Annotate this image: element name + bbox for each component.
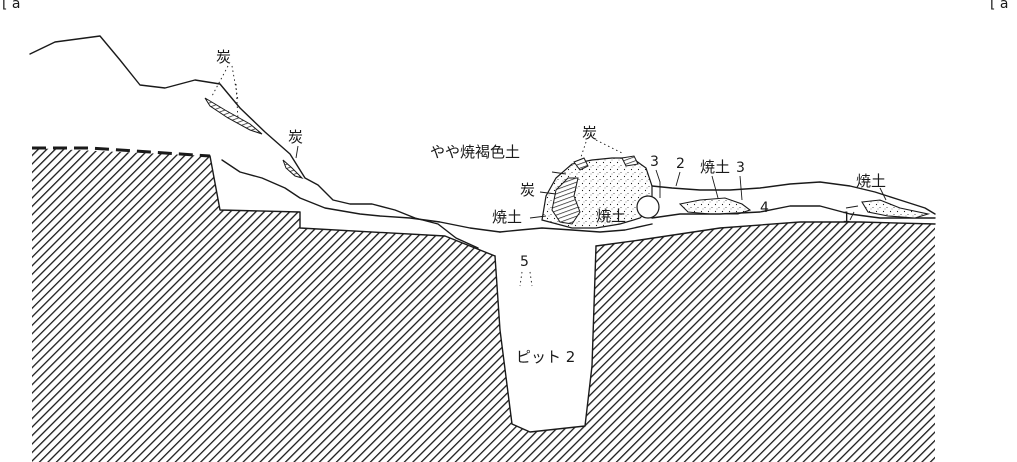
leader-charcoal-3 (579, 139, 625, 161)
pit-outline (494, 245, 597, 433)
label-slightly-burnt-brown-soil: やや焼褐色土 (430, 143, 520, 161)
leader-layer-3b (739, 175, 743, 201)
bedrock-top-dashed (32, 146, 211, 158)
label-layer-3b: 3 (736, 160, 745, 176)
layer-4-line (651, 205, 936, 219)
label-pit-2: ピット 2 (516, 348, 575, 366)
leader-layer-2 (675, 171, 681, 187)
label-burnt-soil-center: 焼土 (596, 207, 626, 225)
label-burnt-soil-left: 焼土 (492, 208, 522, 226)
soil-lower-boundary (221, 159, 501, 233)
leader-burnt-soil-top-right (711, 175, 719, 199)
bedrock-surface-line (209, 155, 936, 257)
label-charcoal-2: 炭 (288, 128, 303, 146)
label-layer-3a: 3 (650, 154, 659, 170)
ground-surface-line (29, 35, 479, 249)
label-burnt-soil-top-right: 焼土 (700, 158, 730, 176)
label-charcoal-1: 炭 (216, 48, 231, 66)
label-layer-2: 2 (676, 156, 685, 172)
label-layer-1: 1 (842, 210, 851, 226)
leader-burnt-soil-far-right (879, 187, 887, 201)
label-layer-4: 4 (760, 200, 769, 216)
leader-layer-3a (655, 169, 661, 198)
corner-mark-right: [ a (990, 0, 1009, 12)
label-charcoal-3: 炭 (582, 124, 597, 142)
charcoal-lens-slope-lower (282, 159, 304, 180)
label-charcoal-4: 炭 (520, 181, 535, 199)
label-layer-5: 5 (520, 254, 529, 270)
burnt-soil-right-lens (861, 199, 931, 219)
layer-3-wedge (678, 197, 752, 215)
leader-charcoal-2 (295, 145, 299, 159)
layer-2-band (651, 181, 936, 215)
corner-mark-left: [ a (2, 0, 21, 12)
charcoal-top-lens-right (621, 155, 639, 167)
charcoal-band-in-mound (551, 177, 581, 225)
bedrock-hatched-area (32, 148, 935, 462)
layer-5-band (499, 223, 653, 233)
leader-charcoal-1 (211, 65, 239, 121)
charcoal-lens-slope-upper (204, 97, 263, 135)
leader-charcoal-4 (539, 191, 557, 195)
leader-slightly-burnt-brown (551, 171, 567, 175)
leader-layer-5 (519, 271, 533, 287)
layer-1-lens-line (845, 205, 859, 221)
leader-burnt-soil-left (529, 215, 547, 219)
label-burnt-soil-far-right: 焼土 (856, 172, 886, 190)
round-feature (636, 195, 660, 219)
